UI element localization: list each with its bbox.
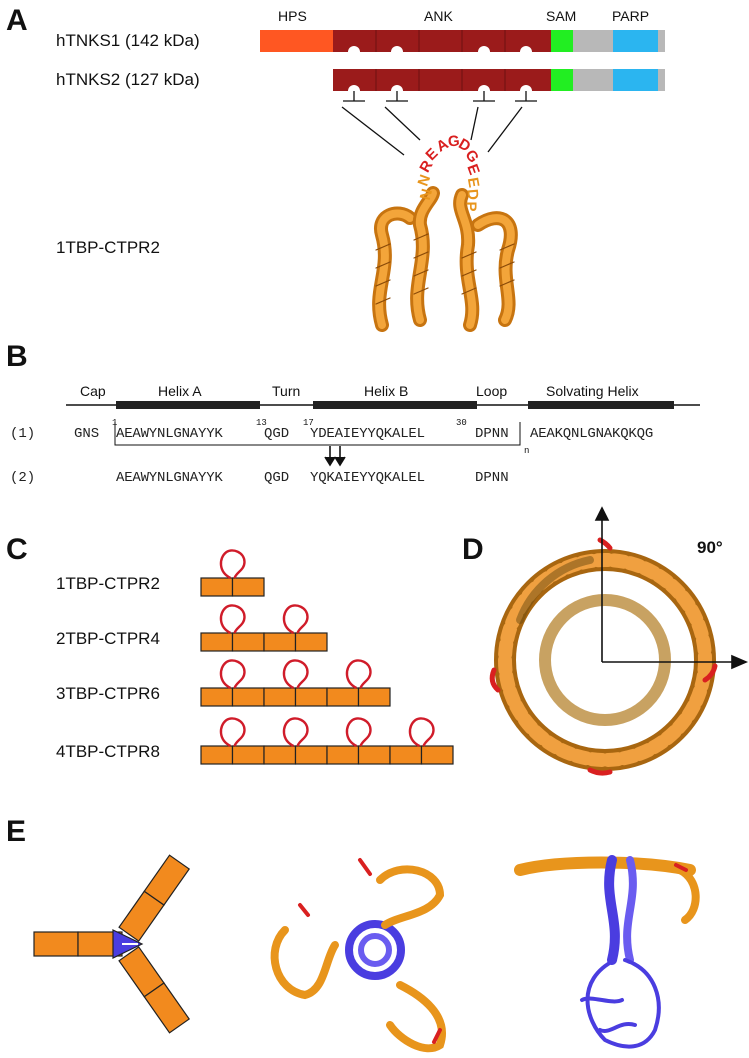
residue-number-17: 17 [303,418,314,428]
ring-structure [489,537,718,776]
protein-label-tnks2: hTNKS2 (127 kDa) [56,70,200,89]
ctpr-repeat-block [231,632,265,652]
protein-label-tnks1: hTNKS1 (142 kDa) [56,31,200,50]
ctpr-repeat-block [294,687,328,707]
rotation-angle-label: 90° [697,538,723,557]
binding-site-markers [341,91,537,156]
ctpr-repeat-block [200,687,234,707]
tnks1-domain-bar [260,30,665,52]
construct-label: 3TBP-CTPR6 [56,684,160,703]
row-label-1: (1) [10,426,36,442]
tnks2-domain-bar [333,69,665,91]
seq1-helix-a: AEAWYNLGNAYYK [116,426,223,442]
domain-label-hps: HPS [278,8,307,24]
region-label-turn: Turn [272,383,301,399]
seq2-helix-a: AEAWYNLGNAYYK [116,470,223,486]
construct-label: 1TBP-CTPR2 [56,574,160,593]
ctpr-repeat-block [357,687,391,707]
ctpr-repeat-block [420,745,454,765]
residue-number-13: 13 [256,418,267,428]
trimer-schematic [33,854,191,1034]
ctpr-repeat-block [326,745,360,765]
tbp-loop [219,604,246,635]
ctpr2-structure [372,186,518,332]
seq2-helix-b: YQKAIEYYQKALEL [310,470,425,486]
seq1-cap: GNS [74,426,100,442]
ctpr-repeat-block [357,745,391,765]
ctpr-repeat-block [200,632,234,652]
repeat-bracket [114,422,521,446]
mutation-arrows [324,446,346,467]
trimer-top-view [270,858,446,1053]
ctpr-repeat-block [263,745,297,765]
ctpr-repeat-block [294,632,328,652]
ctpr-repeat-block [231,577,265,597]
ctpr-repeat-block [263,687,297,707]
construct-label: 4TBP-CTPR8 [56,742,160,761]
panel-letter-e: E [6,815,27,848]
seq1-solvating: AEAKQNLGNAKQKQG [530,426,654,442]
tbp-loop [345,717,372,748]
ctpr-repeat-block [200,745,234,765]
ctpr-repeat-block [389,745,423,765]
tbp-loop [282,717,309,748]
region-label-helix-b: Helix B [364,383,409,399]
tbp-loop [282,604,309,635]
domain-label-sam: SAM [546,8,577,24]
construct-label: 2TBP-CTPR4 [56,629,160,648]
seq1-helix-b: YDEAIEYYQKALEL [310,426,425,442]
region-label-helix-a: Helix A [158,383,202,399]
row-label-2: (2) [10,470,36,486]
ctpr-repeat-block [231,745,265,765]
secondary-structure-track [66,401,700,409]
panel-letter-c: C [6,533,28,566]
domain-label-parp: PARP [612,8,650,24]
tbp-loop [345,659,372,690]
tbp-loop [219,549,246,580]
seq1-turn: QGD [264,426,290,442]
residue-number-30: 30 [456,418,467,428]
ctpr-repeat-block [231,687,265,707]
tbp-loop [282,659,309,690]
region-label-loop: Loop [476,383,508,399]
panel-letter-b: B [6,340,28,373]
construct-label-a: 1TBP-CTPR2 [56,238,160,257]
residue-number-1: 1 [112,418,118,428]
tbp-loop [408,717,435,748]
domain-label-ank: ANK [424,8,453,24]
region-label-solvating-helix: Solvating Helix [546,383,639,399]
rotation-axes [594,506,749,670]
ctpr-repeat-block [326,687,360,707]
ctpr-repeat-block [263,632,297,652]
ctpr-repeat-block [294,745,328,765]
repeat-count-n: n [524,446,530,456]
region-label-cap: Cap [80,383,106,399]
seq2-loop: DPNN [475,470,509,486]
trimer-side-view [514,855,700,1049]
seq2-turn: QGD [264,470,290,486]
seq1-loop: DPNN [475,426,509,442]
tbp-loop [219,717,246,748]
panel-letter-d: D [462,533,484,566]
panel-letter-a: A [6,4,28,37]
ctpr-repeat-block [200,577,234,597]
tbp-loop [219,659,246,690]
